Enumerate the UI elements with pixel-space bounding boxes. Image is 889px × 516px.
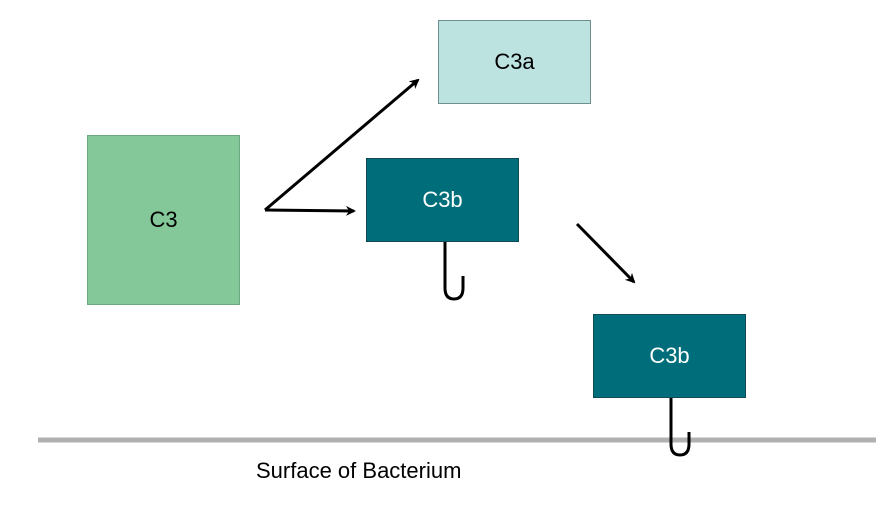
c3-label: C3 [149,207,178,232]
c3a-box: C3a [438,20,591,104]
c3-box: C3 [87,135,240,305]
arrow-c3-to-c3a [264,78,420,212]
thioester-hook-bound [669,398,691,457]
c3b-bound-label: C3b [649,343,690,368]
c3b-free-label: C3b [422,187,463,212]
c3b-bound-box: C3b [593,314,746,398]
arrow-c3b-to-surface [575,222,636,284]
arrow-c3-to-c3b [264,205,356,216]
surface-label: Surface of Bacterium [256,458,462,483]
thioester-hook-free [443,242,465,301]
c3a-label: C3a [494,49,535,74]
c3b-free-box: C3b [366,158,519,242]
